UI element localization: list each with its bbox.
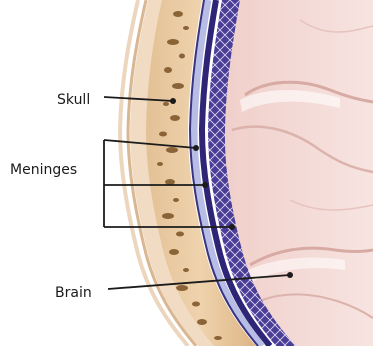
meninges-dot-2	[202, 182, 208, 188]
brain-dot	[287, 272, 293, 278]
meninges-label: Meninges	[10, 162, 77, 178]
brain-label: Brain	[55, 285, 92, 301]
meninges-dot-1	[193, 145, 199, 151]
meninges-dot-3	[229, 224, 235, 230]
skull-dot	[170, 98, 176, 104]
skull-label: Skull	[57, 92, 90, 108]
